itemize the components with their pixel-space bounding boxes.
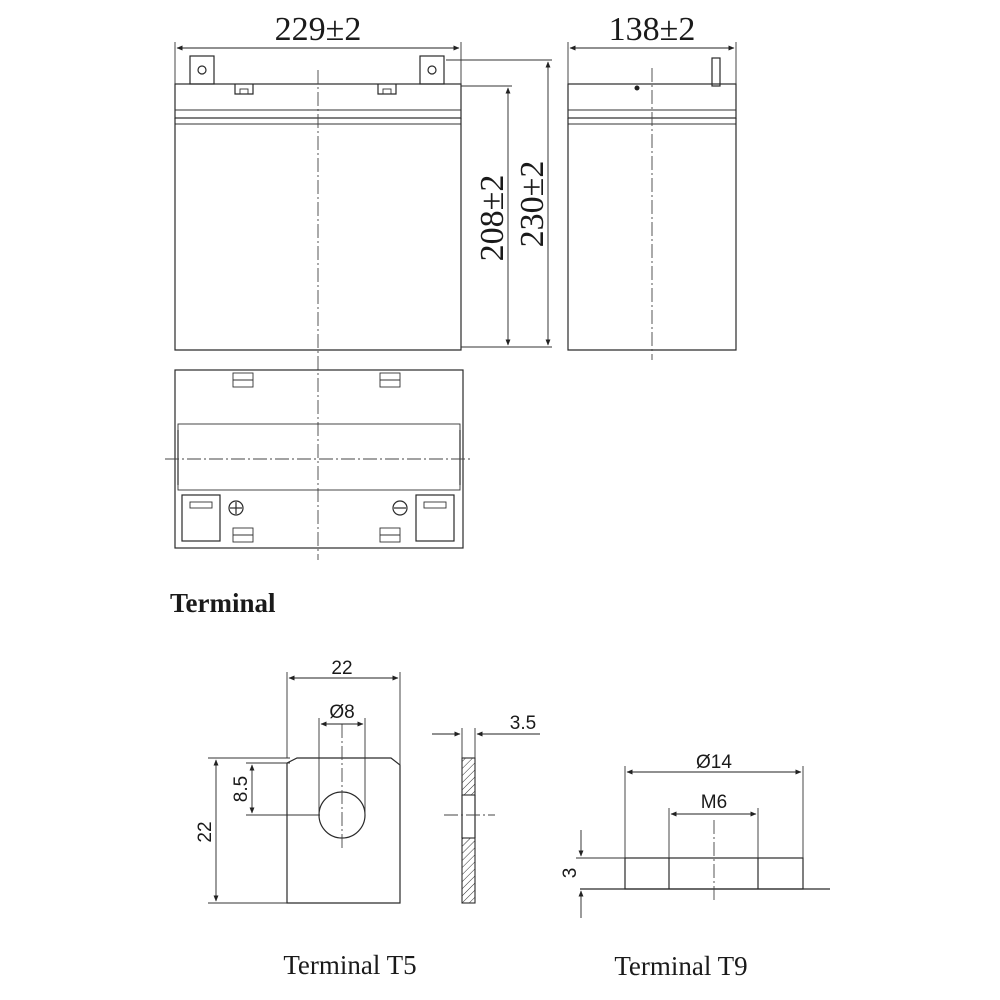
top-view (165, 369, 470, 549)
front-case (174, 118, 462, 351)
front-view (174, 42, 552, 560)
t5-plate (286, 757, 401, 904)
t5-height-label: 22 (195, 821, 216, 842)
t9-caption: Terminal T9 (614, 951, 747, 981)
t5-thickness-label: 3.5 (510, 713, 536, 734)
front-width-label: 229±2 (275, 11, 362, 48)
t9-height-label: 3 (560, 868, 581, 879)
front-terminal-left (189, 55, 215, 85)
t9-thread-label: M6 (701, 792, 727, 813)
front-terminal-right (419, 55, 445, 85)
side-view (567, 42, 737, 360)
t5-profile-lower (461, 837, 476, 904)
side-depth-label: 138±2 (609, 11, 696, 48)
t5-caption: Terminal T5 (283, 950, 416, 980)
terminal-t5-drawing (208, 672, 540, 904)
t5-width-label: 22 (331, 658, 352, 679)
t5-hole-diameter-label: Ø8 (329, 702, 354, 723)
case-height-label: 208±2 (474, 175, 511, 262)
side-terminal (711, 57, 721, 87)
top-terminal-right (415, 494, 455, 542)
top-terminal-left (181, 494, 221, 542)
total-height-label: 230±2 (514, 161, 551, 248)
negative-mark-icon (392, 500, 408, 516)
positive-mark-icon (228, 500, 244, 516)
t9-outer-diameter-label: Ø14 (696, 752, 732, 773)
t5-hole-offset-label: 8.5 (231, 776, 252, 802)
t5-profile-upper (461, 757, 476, 796)
terminal-section-title: Terminal (170, 588, 276, 618)
terminal-t9-drawing (576, 766, 830, 918)
